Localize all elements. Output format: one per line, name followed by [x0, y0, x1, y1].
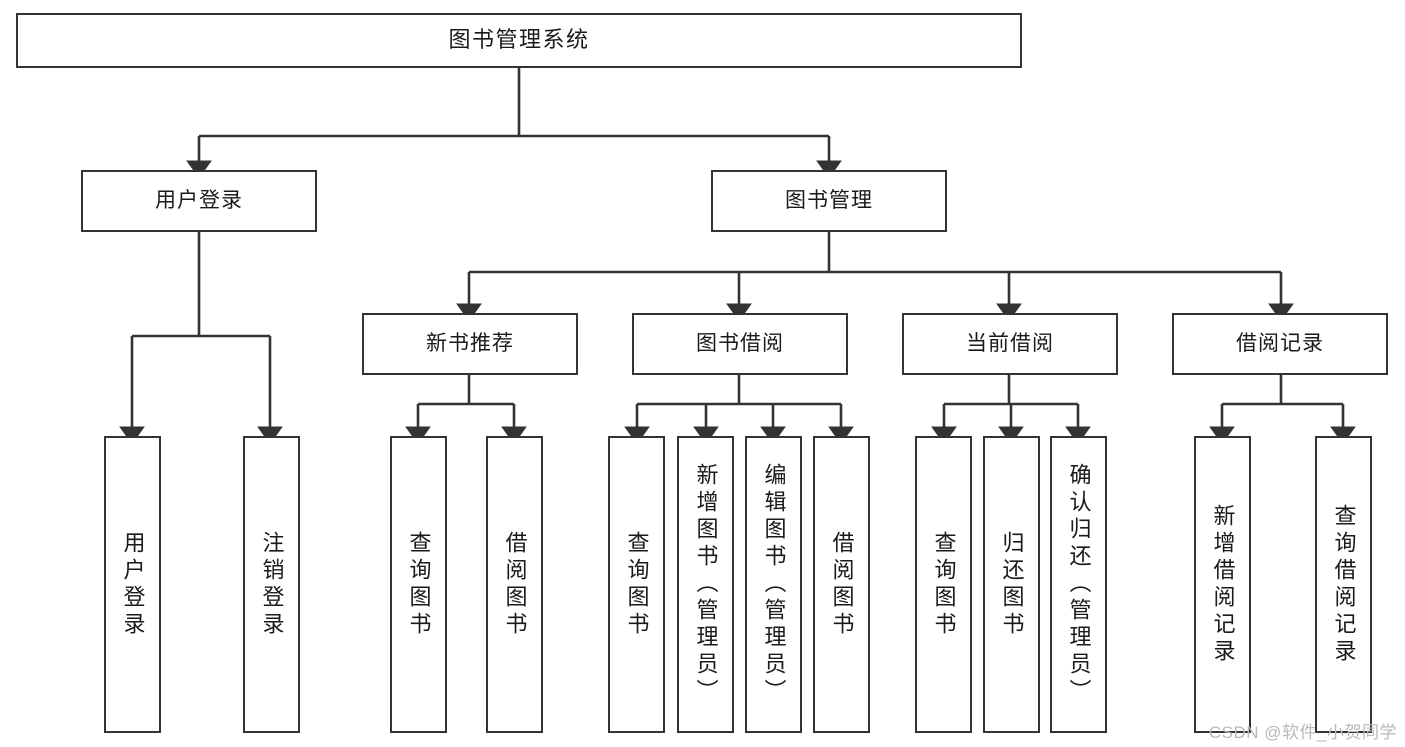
node-label: 编辑图书（管理员） — [761, 463, 787, 706]
node-borrow-record[interactable]: 借阅记录 — [1172, 313, 1388, 375]
watermark: CSDN @软件_小贺同学 — [1208, 723, 1397, 742]
node-label: 图书借阅 — [696, 332, 784, 356]
leaf-current-return-book[interactable]: 归还图书 — [983, 436, 1040, 733]
node-label: 借阅记录 — [1236, 332, 1324, 356]
leaf-recommend-borrow-book[interactable]: 借阅图书 — [486, 436, 543, 733]
leaf-record-query-borrow-record[interactable]: 查询借阅记录 — [1315, 436, 1372, 733]
node-label: 新书推荐 — [426, 332, 514, 356]
leaf-borrow-query-book[interactable]: 查询图书 — [608, 436, 665, 733]
node-label: 归还图书 — [999, 530, 1025, 639]
leaf-recommend-query-book[interactable]: 查询图书 — [390, 436, 447, 733]
node-label: 查询图书 — [931, 530, 957, 639]
leaf-user-logout[interactable]: 注销登录 — [243, 436, 300, 733]
node-current-borrow[interactable]: 当前借阅 — [902, 313, 1118, 375]
leaf-borrow-add-book-admin[interactable]: 新增图书（管理员） — [677, 436, 734, 733]
node-label: 借阅图书 — [502, 530, 528, 639]
node-user-login[interactable]: 用户登录 — [81, 170, 317, 232]
leaf-borrow-borrow-book[interactable]: 借阅图书 — [813, 436, 870, 733]
node-book-management[interactable]: 图书管理 — [711, 170, 947, 232]
node-label: 用户登录 — [120, 530, 146, 639]
leaf-current-confirm-return-admin[interactable]: 确认归还（管理员） — [1050, 436, 1107, 733]
node-book-borrow[interactable]: 图书借阅 — [632, 313, 848, 375]
node-label: 借阅图书 — [829, 530, 855, 639]
node-label: 确认归还（管理员） — [1066, 463, 1092, 706]
node-label: 图书管理 — [785, 189, 873, 213]
node-root-library-management-system[interactable]: 图书管理系统 — [16, 13, 1022, 68]
node-label: 当前借阅 — [966, 332, 1054, 356]
node-label: 新增借阅记录 — [1210, 503, 1236, 666]
node-label: 查询借阅记录 — [1331, 503, 1357, 666]
node-label: 用户登录 — [155, 189, 243, 213]
node-label: 图书管理系统 — [448, 27, 590, 53]
leaf-borrow-edit-book-admin[interactable]: 编辑图书（管理员） — [745, 436, 802, 733]
leaf-record-add-borrow-record[interactable]: 新增借阅记录 — [1194, 436, 1251, 733]
node-new-book-recommend[interactable]: 新书推荐 — [362, 313, 578, 375]
node-label: 查询图书 — [624, 530, 650, 639]
node-label: 查询图书 — [406, 530, 432, 639]
leaf-current-query-book[interactable]: 查询图书 — [915, 436, 972, 733]
node-label: 新增图书（管理员） — [693, 463, 719, 706]
leaf-user-login[interactable]: 用户登录 — [104, 436, 161, 733]
node-label: 注销登录 — [259, 530, 285, 639]
